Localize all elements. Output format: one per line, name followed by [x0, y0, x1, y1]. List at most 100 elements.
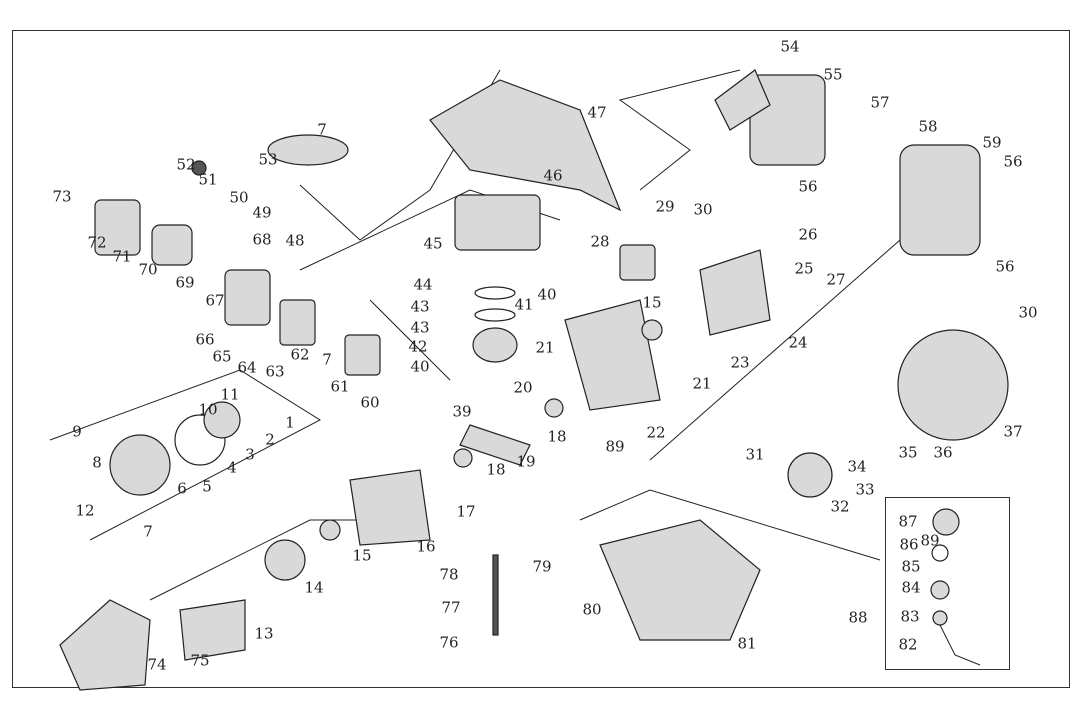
guide-line-flywheel	[649, 239, 901, 461]
part-label-13: 13	[254, 624, 274, 643]
part-label-61: 61	[330, 377, 350, 396]
piston-ring-2	[474, 308, 516, 322]
part-label-82: 82	[898, 635, 918, 654]
engine-cover-part	[429, 79, 622, 212]
part-label-33: 33	[855, 480, 875, 499]
muffler-part	[749, 74, 826, 166]
part-label-22: 22	[646, 423, 666, 442]
muffler-gasket-part	[714, 69, 771, 131]
part-label-65: 65	[212, 347, 232, 366]
bottom-cover-part	[59, 599, 151, 691]
part-label-56: 56	[995, 257, 1015, 276]
part-label-57: 57	[870, 93, 890, 112]
part-label-9: 9	[72, 422, 82, 441]
ignition-coil-part	[619, 244, 656, 281]
part-label-78: 78	[439, 565, 459, 584]
boot-52-part	[191, 160, 207, 176]
part-label-18: 18	[547, 427, 567, 446]
part-label-50: 50	[229, 188, 249, 207]
part-label-3: 3	[245, 445, 255, 464]
muffler-cover-part	[899, 144, 981, 256]
bearing-15b-part	[641, 319, 663, 341]
part-label-73: 73	[52, 187, 72, 206]
part-label-30: 30	[1018, 303, 1038, 322]
clutch-housing-plate-part	[179, 599, 246, 661]
part-label-67: 67	[205, 291, 225, 310]
part-label-66: 66	[195, 330, 215, 349]
crankshaft-part	[459, 424, 531, 466]
part-label-62: 62	[290, 345, 310, 364]
clutch-drum-part	[264, 539, 306, 581]
crankcase-left-part	[349, 469, 431, 546]
part-label-30: 30	[693, 200, 713, 219]
part-label-14: 14	[304, 578, 324, 597]
part-label-23: 23	[730, 353, 750, 372]
part-label-7: 7	[143, 522, 153, 541]
part-label-36: 36	[933, 443, 953, 462]
part-label-81: 81	[737, 634, 757, 653]
part-label-72: 72	[87, 233, 107, 252]
part-label-56: 56	[798, 177, 818, 196]
fuel-line-part	[492, 554, 499, 636]
part-label-83: 83	[900, 607, 920, 626]
recoil-spring-part	[174, 414, 226, 466]
fuel-cap-part	[932, 508, 960, 536]
part-label-27: 27	[826, 270, 846, 289]
part-label-63: 63	[265, 362, 285, 381]
part-label-75: 75	[190, 651, 210, 670]
part-label-54: 54	[780, 37, 800, 56]
part-label-29: 29	[655, 197, 675, 216]
part-label-49: 49	[252, 203, 272, 222]
starter-housing-part	[109, 434, 171, 496]
part-label-4: 4	[227, 458, 237, 477]
guide-line-tank	[579, 489, 881, 561]
part-label-68: 68	[252, 230, 272, 249]
fuel-cap-strap	[939, 624, 981, 666]
part-label-11: 11	[220, 385, 240, 404]
air-filter-element-part	[151, 224, 193, 266]
cap-insert-part	[930, 580, 950, 600]
part-label-74: 74	[147, 655, 167, 674]
guide-line-starter	[49, 369, 322, 541]
diagram-border	[12, 30, 1070, 688]
guide-line-clutch-cover	[149, 519, 360, 601]
clutch-part	[787, 452, 833, 498]
part-label-2: 2	[265, 430, 275, 449]
part-label-40: 40	[410, 357, 430, 376]
part-label-85: 85	[901, 557, 921, 576]
part-label-39: 39	[452, 402, 472, 421]
part-label-47: 47	[587, 103, 607, 122]
bearing-15-part	[319, 519, 341, 541]
part-label-16: 16	[416, 537, 436, 556]
bearing-18-part	[544, 398, 564, 418]
part-label-87: 87	[898, 512, 918, 531]
starter-pulley-part	[203, 401, 241, 439]
part-label-26: 26	[798, 225, 818, 244]
part-label-8: 8	[92, 453, 102, 472]
fan-cover-part	[897, 329, 1009, 441]
fuel-tank-part	[599, 519, 761, 641]
part-label-64: 64	[237, 358, 257, 377]
filter-base-part	[224, 269, 271, 326]
part-label-51: 51	[198, 170, 218, 189]
guide-line-muffler	[618, 69, 741, 191]
part-label-55: 55	[823, 65, 843, 84]
part-label-80: 80	[582, 600, 602, 619]
part-label-43: 43	[410, 297, 430, 316]
part-label-17: 17	[456, 502, 476, 521]
intake-part	[344, 334, 381, 376]
part-label-41: 41	[514, 295, 534, 314]
part-label-42: 42	[408, 337, 428, 356]
part-label-15: 15	[352, 546, 372, 565]
part-label-31: 31	[745, 445, 765, 464]
piston-ring-1	[474, 286, 516, 300]
part-label-52: 52	[176, 155, 196, 174]
part-label-28: 28	[590, 232, 610, 251]
part-label-44: 44	[413, 275, 433, 294]
part-label-12: 12	[75, 501, 95, 520]
bearing-18b-part	[453, 448, 473, 468]
carburetor-part	[279, 299, 316, 346]
part-label-35: 35	[898, 443, 918, 462]
part-label-34: 34	[847, 457, 867, 476]
